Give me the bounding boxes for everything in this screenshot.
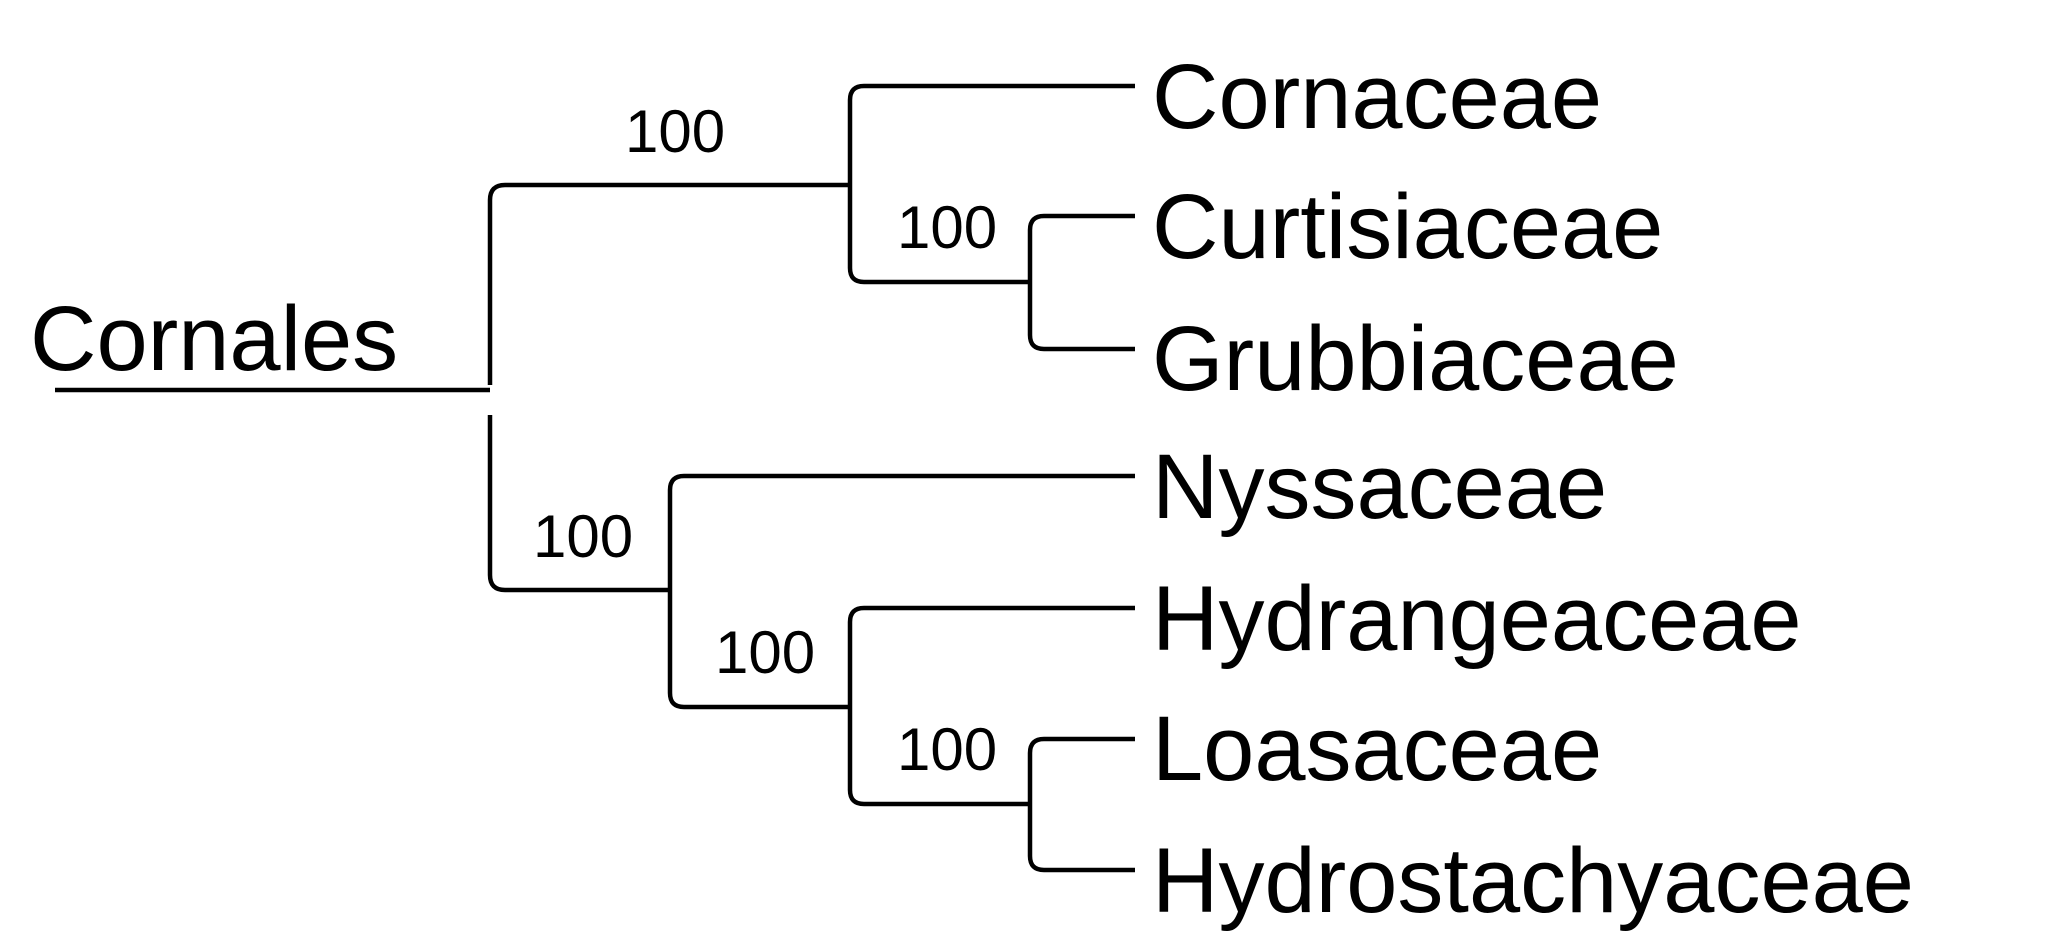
hydrangeaceae-branch <box>847 605 1135 707</box>
support-value: 100 <box>897 194 997 261</box>
support-value: 100 <box>715 619 815 686</box>
cornaceae-clade-connector <box>847 83 1135 185</box>
taxon-label: Nyssaceae <box>1152 436 1607 538</box>
taxon-label: Cornaceae <box>1152 46 1602 148</box>
root-connector-lower <box>487 415 670 593</box>
support-value: 100 <box>625 98 725 165</box>
support-value: 100 <box>897 716 997 783</box>
curtisiaceae-grubbiaceae-stem <box>847 185 1030 285</box>
hydrostachyaceae-branch <box>1027 804 1135 873</box>
root-connector-upper <box>487 182 850 385</box>
taxon-label: Hydrostachyaceae <box>1152 830 1914 932</box>
taxon-label: Grubbiaceae <box>1152 308 1679 410</box>
taxon-label: Loasaceae <box>1152 698 1602 800</box>
taxon-label: Hydrangeaceae <box>1152 568 1802 670</box>
root-label: Cornales <box>30 288 398 390</box>
loasaceae-branch <box>1027 736 1135 804</box>
curtisiaceae-branch <box>1027 213 1135 282</box>
loasaceae-hydrostachyaceae-stem <box>847 707 1030 807</box>
grubbiaceae-branch <box>1027 282 1135 352</box>
support-value: 100 <box>533 503 633 570</box>
nyssaceae-branch <box>667 473 1135 590</box>
taxon-label: Curtisiaceae <box>1152 176 1663 278</box>
hydrangeaceae-clade-stem <box>667 590 850 710</box>
